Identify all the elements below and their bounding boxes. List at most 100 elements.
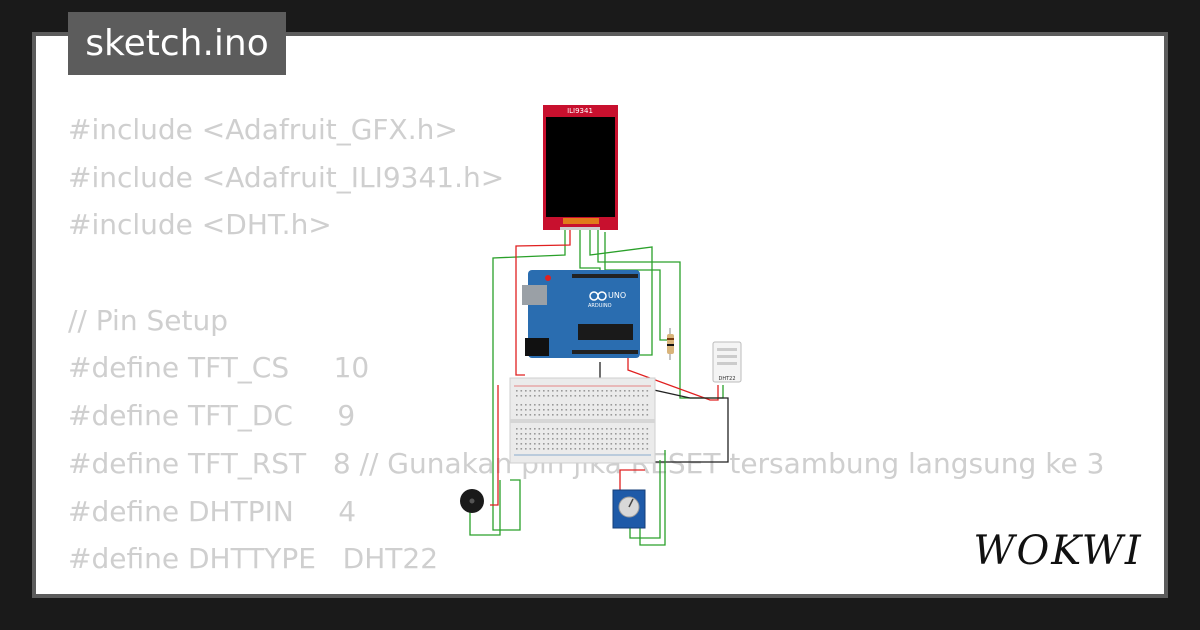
breadboard-hole [565,433,568,435]
code-line: #include <Adafruit_GFX.h> [68,113,458,146]
breadboard-hole [520,404,523,406]
breadboard-hole [606,428,608,430]
breadboard-hole [624,443,626,445]
breadboard-hole [601,404,604,406]
breadboard-hole [574,433,577,435]
breadboard-hole [628,395,631,397]
breadboard-hole [525,438,527,440]
breadboard-hole [633,448,635,450]
breadboard-hole [579,438,581,440]
breadboard-hole [538,428,541,430]
breadboard-hole [552,443,554,445]
resistor[interactable] [667,328,674,360]
breadboard-hole [565,448,568,450]
breadboard-hole [570,428,572,430]
breadboard-hole [556,390,559,392]
breadboard-hole [552,414,554,416]
breadboard-hole [574,448,577,450]
breadboard-hole [624,448,626,450]
breadboard-hole [543,448,545,450]
breadboard-hole [570,438,572,440]
breadboard-hole [574,443,577,445]
breadboard-hole [601,390,604,392]
wire-green [597,230,724,399]
breadboard-hole [597,438,599,440]
breadboard-hole [534,448,536,450]
breadboard-hole [597,433,599,435]
breadboard-hole [637,438,640,440]
breadboard-hole [642,414,644,416]
breadboard-hole [552,438,554,440]
breadboard-hole [583,409,586,411]
breadboard-hole [561,438,563,440]
breadboard-hole [633,414,635,416]
breadboard-hole [520,390,523,392]
breadboard-hole [570,409,572,411]
breadboard-hole [547,409,550,411]
breadboard-hole [516,390,518,392]
breadboard-hole [534,414,536,416]
breadboard-hole [624,433,626,435]
breadboard-hole [538,433,541,435]
file-tab[interactable]: sketch.ino [68,12,286,75]
breadboard-hole [529,448,532,450]
breadboard-hole [574,390,577,392]
breadboard-hole [534,395,536,397]
arduino-infinity-icon [589,291,607,301]
breadboard-hole [547,448,550,450]
wire-red [627,358,719,401]
breadboard-hole [520,443,523,445]
breadboard-hole [556,409,559,411]
breadboard-hole [646,409,649,411]
breadboard-hole [574,395,577,397]
breadboard-hole [588,448,590,450]
breadboard-hole [601,448,604,450]
breadboard-hole [592,404,595,406]
breadboard-hole [642,404,644,406]
code-line: #define TFT_DC 9 [68,399,356,433]
breadboard-hole [642,390,644,392]
breadboard-hole [628,390,631,392]
breadboard-hole [619,443,622,445]
dht22-sensor[interactable]: DHT22 [712,341,742,383]
breadboard-hole [574,428,577,430]
wire-green [639,450,666,546]
breadboard-hole [633,395,635,397]
breadboard-hole [628,443,631,445]
breadboard-hole [543,428,545,430]
breadboard-hole [520,395,523,397]
breadboard-hole [556,428,559,430]
breadboard-hole [588,414,590,416]
breadboard-hole [637,428,640,430]
breadboard-hole [543,409,545,411]
tft-display[interactable]: ILI9341 [543,105,618,230]
breadboard-hole [556,395,559,397]
breadboard-hole [592,448,595,450]
buzzer[interactable] [460,489,484,513]
breadboard-hole [516,404,518,406]
wokwi-logo: WOKWI [973,528,1140,574]
breadboard-hole [552,395,554,397]
potentiometer[interactable] [612,489,646,529]
breadboard-hole [583,433,586,435]
breadboard-hole [646,443,649,445]
breadboard-hole [628,404,631,406]
breadboard-hole [534,404,536,406]
breadboard-hole [615,443,617,445]
breadboard-hole [615,448,617,450]
breadboard-hole [601,433,604,435]
breadboard-hole [529,414,532,416]
code-line: #define TFT_RST 8 // Gunakan pin jika RE… [68,446,1105,480]
breadboard-hole [565,414,568,416]
breadboard-hole [525,433,527,435]
breadboard-hole [570,443,572,445]
breadboard-hole [570,414,572,416]
breadboard-hole [547,390,550,392]
breadboard[interactable] [509,377,656,464]
breadboard-hole [646,438,649,440]
arduino-uno-board[interactable]: UNO ARDUINO [522,270,640,358]
breadboard-hole [619,428,622,430]
breadboard-hole [543,404,545,406]
breadboard-hole [538,443,541,445]
